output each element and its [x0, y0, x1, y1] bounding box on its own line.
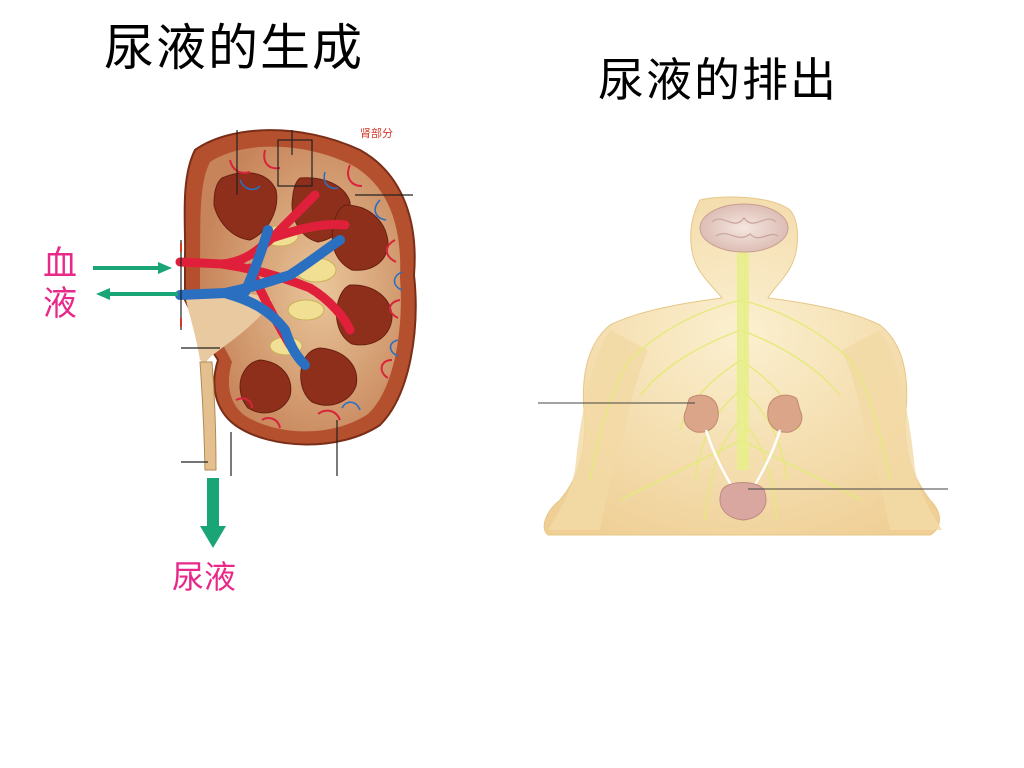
brain — [700, 204, 788, 252]
spinal-cord — [737, 240, 749, 470]
bladder — [720, 483, 766, 521]
arrow-left-icon — [96, 288, 110, 300]
arrow-down-icon — [200, 526, 226, 548]
left-kidney — [684, 395, 718, 432]
arrow-right-icon — [158, 262, 172, 274]
right-kidney — [768, 395, 802, 432]
blood-out-arrow — [96, 288, 178, 300]
blood-in-arrow — [93, 262, 172, 274]
urinary-system-figure — [538, 197, 948, 535]
kidney-diagram — [180, 130, 416, 476]
urine-out-arrow — [200, 478, 226, 548]
